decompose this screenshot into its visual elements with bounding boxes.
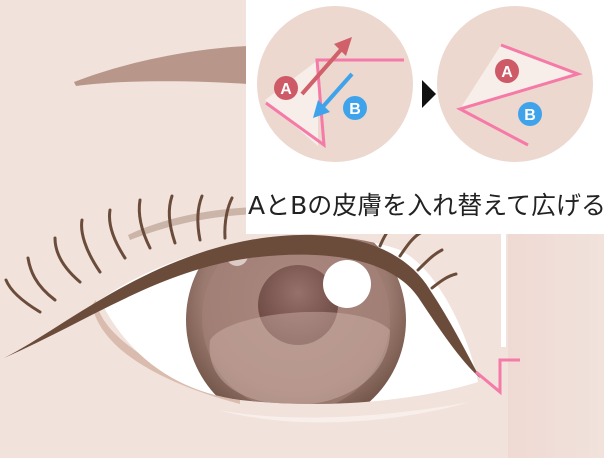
label-b-badge (518, 102, 542, 126)
divider-line (501, 234, 506, 347)
highlight-large (323, 260, 371, 308)
label-b: B (349, 101, 361, 118)
eyelashes (4, 194, 458, 314)
iris-lower-reflection (209, 311, 390, 404)
before-diagram: A B (257, 6, 413, 162)
nose-shading (508, 234, 604, 458)
eyebrow (74, 46, 248, 86)
arrow-a-head (334, 37, 352, 56)
arrow-b (318, 72, 354, 112)
label-a: A (501, 64, 513, 81)
diagram-caption: AとBの皮膚を入れ替えて広げる (248, 191, 604, 220)
lower-lid-highlight (218, 402, 470, 423)
label-a-badge (495, 59, 519, 83)
label-b: B (524, 107, 536, 124)
label-b-badge (343, 96, 367, 120)
arrow-b-head (313, 100, 330, 118)
pupil (258, 265, 338, 345)
label-a-badge (274, 76, 298, 100)
arrow-right-icon (422, 80, 436, 108)
after-diagram: A B (437, 6, 593, 162)
incision-mark (475, 358, 520, 396)
arrow-a (300, 42, 348, 96)
label-a: A (280, 81, 292, 98)
upper-eyelash-line (4, 234, 480, 378)
incision-after (456, 43, 583, 147)
